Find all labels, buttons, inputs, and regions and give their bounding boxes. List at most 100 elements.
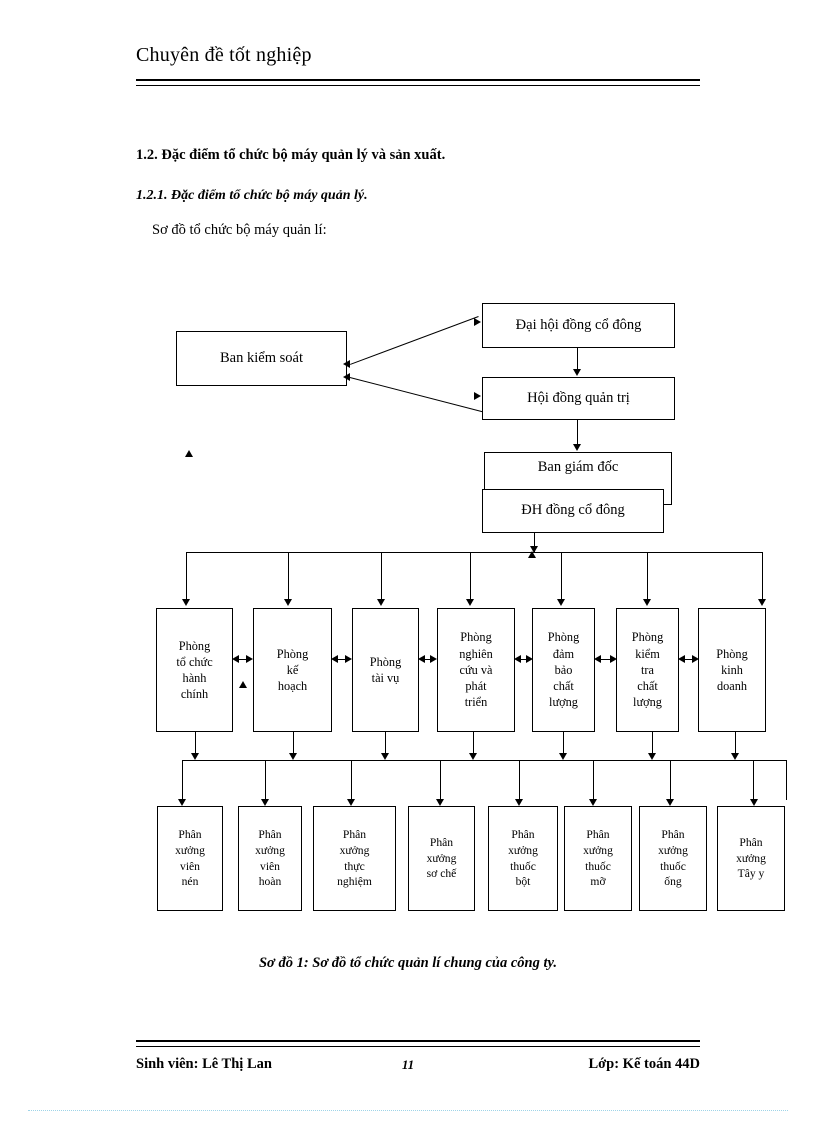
dept-box-ke-hoach: Phòng kế hoạch: [253, 608, 332, 732]
dept-link-4-arrow-left: [514, 655, 521, 663]
arrowhead-dept-drop-6: [648, 753, 656, 760]
dept-link-4: [517, 659, 531, 661]
bus-leg-ws-5: [519, 760, 521, 800]
footer-rule: [136, 1040, 700, 1047]
dept-drop-1: [195, 732, 197, 755]
dept-link-1-arrow-left: [232, 655, 239, 663]
box-hoi-dong-quan-tri: Hội đồng quản trị: [482, 377, 675, 420]
dept-drop-2: [293, 732, 295, 755]
bus-leg-dept-5: [561, 552, 563, 600]
arrowhead-dept-drop-7: [731, 753, 739, 760]
bus-leg-dept-7: [762, 552, 764, 600]
bus-leg-ws-2: [265, 760, 267, 800]
dept-link-2-arrow-right: [345, 655, 352, 663]
arrowhead-to-department-bus: [530, 546, 538, 553]
arrowhead-dept-drop-2: [289, 753, 297, 760]
section-heading: 1.2. Đặc điểm tổ chức bộ máy quản lý và …: [136, 147, 446, 163]
bus-leg-dept-1: [186, 552, 188, 600]
arrowhead-ws-8: [750, 799, 758, 806]
dept-link-2-arrow-left: [331, 655, 338, 663]
arrowhead-bangiamdoc: [573, 444, 581, 451]
scan-artifact-line: [28, 1110, 788, 1112]
stray-triangle-marker-left: [185, 450, 193, 457]
stray-triangle-marker-dept: [239, 681, 247, 688]
box-ban-kiem-soat: Ban kiểm soát: [176, 331, 347, 386]
bus-leg-ws-8: [786, 760, 788, 800]
workshop-box-tay-y: Phân xưởng Tây y: [717, 806, 785, 911]
bus-leg-ws-1: [182, 760, 184, 800]
workshop-box-thuoc-ong: Phân xưởng thuốc ống: [639, 806, 707, 911]
dept-link-3: [421, 659, 435, 661]
connector-hoidong-bangiamdoc: [577, 420, 579, 445]
dept-link-5-arrow-left: [594, 655, 601, 663]
workshop-box-so-che: Phân xưởng sơ chế: [408, 806, 475, 911]
connector-kiemsoat-daihoidong: [350, 316, 479, 366]
dept-link-6-arrow-right: [692, 655, 699, 663]
arrowhead-dept-drop-1: [191, 753, 199, 760]
bus-leg-dept-4: [470, 552, 472, 600]
box-dh-dong-co-dong: ĐH đồng cổ đông: [482, 489, 664, 533]
dept-box-kiem-tra-chat-luong: Phòng kiểm tra chất lượng: [616, 608, 679, 732]
workshop-box-vien-hoan: Phân xưởng viên hoàn: [238, 806, 302, 911]
arrowhead-dept-drop-5: [559, 753, 567, 760]
workshop-box-thuoc-bot: Phân xưởng thuốc bột: [488, 806, 558, 911]
dept-box-tai-vu: Phòng tài vụ: [352, 608, 419, 732]
arrowhead-ws-7: [666, 799, 674, 806]
arrowhead-to-daihoidong: [474, 318, 481, 326]
arrowhead-ws-6: [589, 799, 597, 806]
bus-leg-ws-4: [440, 760, 442, 800]
page-header-title: Chuyên đề tốt nghiệp: [136, 44, 312, 66]
arrowhead-dept-drop-3: [381, 753, 389, 760]
footer-page-number: 11: [401, 1057, 415, 1072]
dept-drop-6: [652, 732, 654, 755]
arrowhead-ws-1: [178, 799, 186, 806]
dept-link-3-arrow-right: [430, 655, 437, 663]
box-dai-hoi-dong-co-dong: Đại hội đồng cổ đông: [482, 303, 675, 348]
arrowhead-ws-5: [515, 799, 523, 806]
dept-box-dam-bao-chat-luong: Phòng đảm bảo chất lượng: [532, 608, 595, 732]
dept-link-6-arrow-left: [678, 655, 685, 663]
dept-box-kinh-doanh: Phòng kinh doanh: [698, 608, 766, 732]
bus-leg-ws-3: [351, 760, 353, 800]
bus-leg-ws-8-down: [753, 760, 755, 800]
connector-daihoi-hoidong: [577, 348, 579, 370]
dept-drop-3: [385, 732, 387, 755]
arrowhead-dept-4: [466, 599, 474, 606]
stray-triangle-marker-bus: [528, 551, 536, 558]
arrowhead-dept-2: [284, 599, 292, 606]
dept-drop-4: [473, 732, 475, 755]
dept-link-2: [334, 659, 350, 661]
workshop-bus-line: [182, 760, 786, 762]
connector-kiemsoat-hoidongquantri: [349, 377, 483, 413]
arrowhead-dept-5: [557, 599, 565, 606]
subsection-heading: 1.2.1. Đặc điểm tổ chức bộ máy quản lý.: [136, 188, 368, 203]
workshop-box-thuoc-mo: Phân xưởng thuốc mỡ: [564, 806, 632, 911]
dept-link-5: [597, 659, 615, 661]
dept-link-3-arrow-left: [418, 655, 425, 663]
dept-link-5-arrow-right: [610, 655, 617, 663]
footer-student-name: Sinh viên: Lê Thị Lan: [136, 1056, 272, 1072]
bus-leg-dept-3: [381, 552, 383, 600]
arrowhead-dept-drop-4: [469, 753, 477, 760]
arrowhead-dept-1: [182, 599, 190, 606]
connector-dh-to-bus: [534, 533, 536, 553]
department-bus-line: [186, 552, 763, 554]
dept-drop-5: [563, 732, 565, 755]
arrowhead-to-hoidongquantri: [474, 392, 481, 400]
arrowhead-dept-3: [377, 599, 385, 606]
arrowhead-ws-4: [436, 799, 444, 806]
arrowhead-dept-7: [758, 599, 766, 606]
bus-leg-ws-7: [670, 760, 672, 800]
dept-link-1-arrow-right: [246, 655, 253, 663]
bus-leg-ws-8-jog: [754, 760, 787, 762]
workshop-box-vien-nen: Phân xưởng viên nén: [157, 806, 223, 911]
arrowhead-dept-6: [643, 599, 651, 606]
footer-class-name: Lớp: Kế toán 44D: [588, 1056, 700, 1072]
header-rule: [136, 79, 700, 86]
bus-leg-dept-6: [647, 552, 649, 600]
dept-drop-7: [735, 732, 737, 755]
dept-link-1: [235, 659, 251, 661]
arrowhead-ws-3: [347, 799, 355, 806]
